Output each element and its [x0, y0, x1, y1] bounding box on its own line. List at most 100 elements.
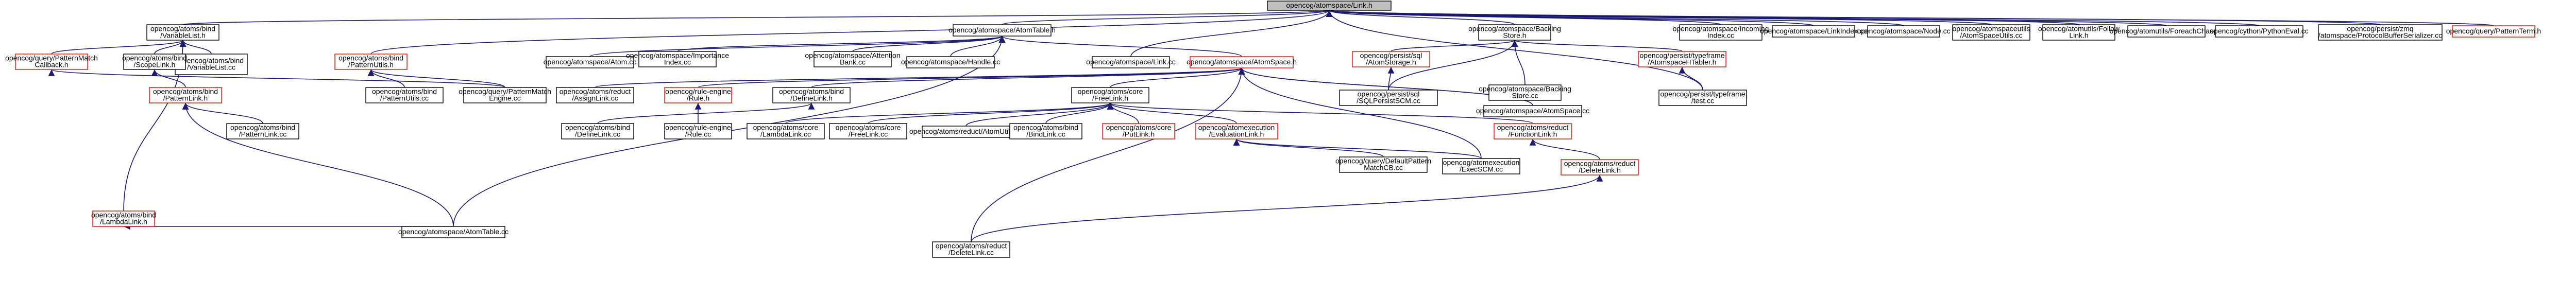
node-label: Index.cc: [1707, 31, 1734, 40]
node-box: [556, 87, 634, 103]
node-box: [1772, 25, 1855, 38]
node-label: opencog/atoms/bind: [150, 25, 215, 33]
graph-node-execscm[interactable]: opencog/atomexecution/ExecSCM.cc: [1442, 158, 1520, 174]
node-box: [463, 87, 547, 103]
node-box: [334, 54, 408, 70]
node-box: [2452, 25, 2535, 38]
dependency-edge: [1233, 138, 1482, 159]
graph-node-evaluationlink[interactable]: opencog/atomexecution/EvaluationLink.h: [1195, 123, 1278, 139]
graph-node-bindlink[interactable]: opencog/atoms/bind/BindLink.cc: [1009, 123, 1082, 139]
dependency-edge: [597, 102, 815, 124]
node-label: Store.cc: [1512, 92, 1538, 100]
dependency-edge: [868, 102, 1114, 124]
graph-node-rule_cc[interactable]: opencog/rule-engine/Rule.cc: [664, 123, 732, 139]
node-label: /SQLPersistSCM.cc: [1357, 97, 1420, 105]
graph-node-linkindex[interactable]: opencog/atomspace/LinkIndex.cc: [1760, 25, 1867, 38]
node-box: [829, 123, 907, 139]
node-box: [1494, 123, 1572, 139]
node-box: [1339, 156, 1428, 173]
graph-node-assignlink[interactable]: opencog/atoms/reduct/AssignLink.cc: [556, 87, 634, 103]
graph-node-scopelink[interactable]: opencog/atoms/bind/ScopeLink.h: [122, 54, 187, 70]
node-label: opencog/atomspace/AtomTable.h: [948, 26, 1056, 34]
graph-node-definelink_cc[interactable]: opencog/atoms/bind/DefineLink.cc: [561, 123, 634, 139]
dependency-edge: [595, 67, 1245, 88]
graph-node-putlink_h[interactable]: opencog/atoms/core/PutLink.h: [1102, 123, 1175, 139]
node-label: /PutLink.h: [1123, 130, 1155, 138]
node-box: [1092, 56, 1170, 68]
dependency-edge: [1529, 138, 1600, 160]
node-label: /EvaluationLink.h: [1209, 130, 1264, 138]
graph-node-deletelink_h[interactable]: opencog/atoms/reduct/DeleteLink.h: [1561, 159, 1639, 175]
graph-node-patternlink[interactable]: opencog/atoms/bind/PatternLink.h: [149, 87, 222, 103]
node-label: opencog/atomspaceutils: [1953, 25, 2030, 33]
graph-node-atomtable_h[interactable]: opencog/atomspace/AtomTable.h: [948, 24, 1056, 37]
graph-node-atomspace_cc[interactable]: opencog/atomspace/AtomSpace.cc: [1476, 105, 1589, 117]
graph-node-lambdalink[interactable]: opencog/atoms/core/LambdaLink.cc: [747, 123, 825, 139]
node-box: [932, 241, 1010, 258]
node-box: [814, 51, 892, 67]
dependency-edge: [698, 67, 1245, 88]
node-label: opencog/atoms/reduct: [1564, 160, 1636, 168]
graph-node-freelink_cc[interactable]: opencog/atoms/core/FreeLink.cc: [829, 123, 907, 139]
graph-node-functionlink[interactable]: opencog/atoms/reduct/FunctionLink.h: [1494, 123, 1572, 139]
node-label: opencog/persist/sql: [1358, 90, 1420, 98]
graph-node-link_cc[interactable]: opencog/atomspace/Link.cc: [1086, 56, 1176, 68]
node-label: opencog/atoms/bind: [779, 87, 844, 96]
graph-node-atomspace_h[interactable]: opencog/atomspace/AtomSpace.h: [1187, 56, 1297, 68]
graph-node-lambdalink_h[interactable]: opencog/atoms/bind/LambdaLink.h: [91, 210, 156, 227]
dependency-edge: [1233, 138, 1384, 157]
node-box: [906, 56, 995, 68]
graph-node-varlist_cc[interactable]: opencog/atoms/bind/VariableList.cc: [175, 54, 248, 75]
node-box: [1190, 56, 1294, 68]
node-label: opencog/atoms/bind: [153, 87, 218, 96]
graph-node-typeframe_cc[interactable]: opencog/persist/typeframe/test.cc: [1658, 90, 1747, 106]
graph-node-atomutils[interactable]: opencog/atoms/reduct/AtomUtils.cc: [909, 126, 1023, 138]
graph-node-atomtable_cc[interactable]: opencog/atomspace/AtomTable.cc: [398, 226, 509, 238]
node-label: /AtomspaceHTabler.h: [1648, 58, 1716, 66]
dependency-edge: [1388, 40, 1518, 91]
graph-node-atomspaceutils[interactable]: opencog/atomspaceutils/AtomSpaceUtils.cc: [1952, 24, 2030, 41]
node-box: [546, 56, 634, 68]
node-label: /Rule.cc: [685, 130, 711, 138]
dependency-edge: [998, 36, 1242, 57]
node-label: opencog/atoms/core: [836, 124, 901, 132]
graph-node-node_cc[interactable]: opencog/atomspace/Node.cc: [1857, 25, 1951, 38]
node-label: opencog/atomspace/Node.cc: [1857, 27, 1950, 35]
graph-node-rule_h[interactable]: opencog/rule-engine/Rule.h: [664, 87, 732, 103]
node-label: opencog/atomspace/LinkIndex.cc: [1760, 27, 1867, 35]
node-label: opencog/persist/typeframe: [1660, 90, 1745, 98]
graph-node-pythoneval[interactable]: opencog/cython/PythonEval.cc: [2210, 25, 2309, 38]
graph-node-protocolbuf[interactable]: opencog/persist/zmq/atomspace/ProtocolBu…: [2318, 24, 2443, 41]
graph-node-pututils[interactable]: opencog/atoms/bind/PatternUtils.h: [334, 54, 408, 70]
node-label: opencog/atoms/core: [1106, 124, 1172, 132]
graph-node-forallchase[interactable]: opencog/atomutils/ForeachChase.h: [2109, 25, 2224, 38]
graph-node-patternlink_cc[interactable]: opencog/atoms/bind/PatternLink.cc: [226, 123, 299, 139]
graph-node-handle_cc[interactable]: opencog/atomspace/Handle.cc: [901, 56, 1000, 68]
node-label: /VariableList.cc: [187, 63, 235, 72]
node-label: opencog/atoms/core: [1078, 87, 1143, 96]
dependency-edge: [785, 102, 1113, 124]
node-label: opencog/atoms/bind: [1013, 124, 1078, 132]
graph-node-patternterm[interactable]: opencog/query/PatternTerm.h: [2446, 25, 2541, 38]
edges: [48, 10, 2494, 242]
graph-node-deletelink_cc[interactable]: opencog/atoms/reduct/DeleteLink.cc: [932, 241, 1010, 258]
graph-node-atomstorage[interactable]: opencog/persist/sql/AtomStorage.h: [1352, 51, 1430, 67]
dependency-edge: [811, 67, 1245, 88]
graph-node-atom_cc[interactable]: opencog/atomspace/Atom.cc: [544, 56, 637, 68]
graph-node-freelink_h[interactable]: opencog/atoms/core/FreeLink.h: [1071, 87, 1149, 103]
graph-node-typeframe[interactable]: opencog/persist/typeframe/AtomspaceHTabl…: [1638, 51, 1726, 67]
graph-node-varlist_h[interactable]: opencog/atoms/bind/VariableList.h: [146, 24, 219, 41]
graph-node-deletelink_h0[interactable]: opencog/atoms/bind/DefineLink.h: [772, 87, 851, 103]
graph-node-sqlpersist[interactable]: opencog/persist/sql/SQLPersistSCM.cc: [1339, 90, 1438, 106]
graph-node-patutils_cc[interactable]: opencog/atoms/bind/PatternUtils.cc: [365, 87, 444, 103]
node-label: opencog/persist/zmq: [2347, 25, 2413, 33]
